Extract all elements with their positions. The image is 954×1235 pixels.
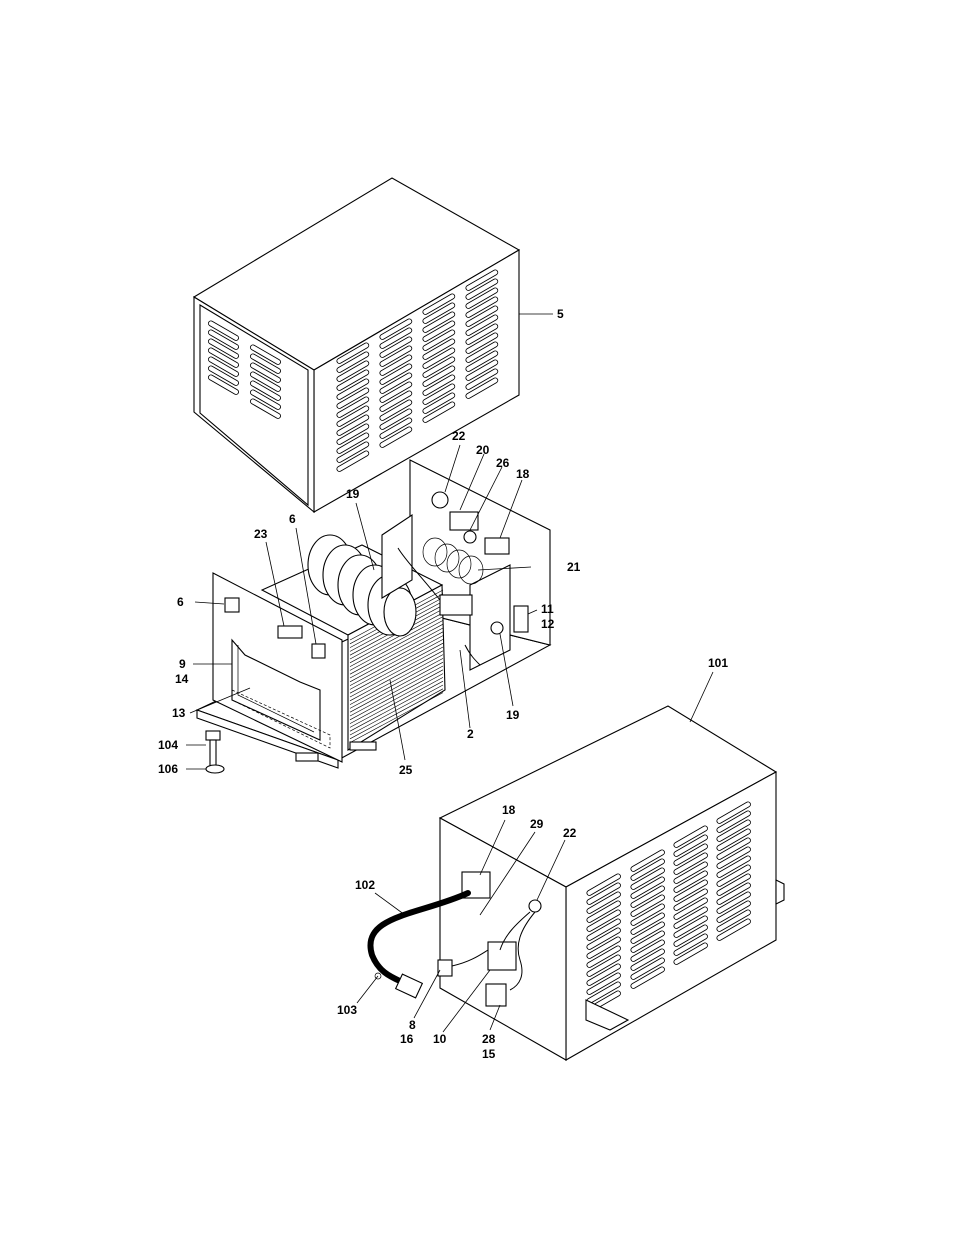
callout-18: 18 [516, 467, 530, 481]
callout-22: 22 [563, 826, 577, 840]
connector-8 [438, 960, 452, 976]
grommet-22 [432, 492, 448, 508]
callout-22: 22 [452, 429, 466, 443]
connector-18 [485, 538, 509, 554]
callout-103: 103 [337, 1003, 357, 1017]
terminal-block [440, 595, 472, 615]
callout-19: 19 [346, 487, 360, 501]
callout-2: 2 [467, 727, 474, 741]
callout-21: 21 [567, 560, 581, 574]
callout-23: 23 [254, 527, 268, 541]
callout-15: 15 [482, 1047, 496, 1061]
callout-5: 5 [557, 307, 564, 321]
part-26 [464, 531, 476, 543]
callout-10: 10 [433, 1032, 447, 1046]
callout-14: 14 [175, 672, 189, 686]
chassis-assembly [197, 460, 550, 768]
callout-13: 13 [172, 706, 186, 720]
fuse-block-10 [488, 942, 516, 970]
callout-16: 16 [400, 1032, 414, 1046]
breaker-23 [278, 626, 302, 638]
relay-20 [450, 512, 478, 530]
part-19 [491, 622, 503, 634]
callout-8: 8 [409, 1018, 416, 1032]
plug-28 [486, 984, 506, 1006]
assembled-charger-101 [370, 706, 784, 1060]
callout-9: 9 [179, 657, 186, 671]
callout-104: 104 [158, 738, 178, 752]
callout-29: 29 [530, 817, 544, 831]
callout-28: 28 [482, 1032, 496, 1046]
fuse-holder-11 [514, 606, 528, 632]
callout-106: 106 [158, 762, 178, 776]
callout-26: 26 [496, 456, 510, 470]
callout-18: 18 [502, 803, 516, 817]
bolt-104 [206, 731, 220, 766]
switch-6-right [312, 644, 325, 658]
callout-6: 6 [177, 595, 184, 609]
callout-12: 12 [541, 617, 555, 631]
callout-11: 11 [541, 602, 554, 616]
callout-102: 102 [355, 878, 375, 892]
callout-6: 6 [289, 512, 296, 526]
grommet-22-unit [529, 900, 541, 912]
callout-101: 101 [708, 656, 728, 670]
cover-assembly [194, 178, 519, 512]
callout-25: 25 [399, 763, 413, 777]
washer-106 [206, 765, 224, 773]
callout-19: 19 [506, 708, 520, 722]
callout-20: 20 [476, 443, 490, 457]
switch-6-left [225, 598, 239, 612]
